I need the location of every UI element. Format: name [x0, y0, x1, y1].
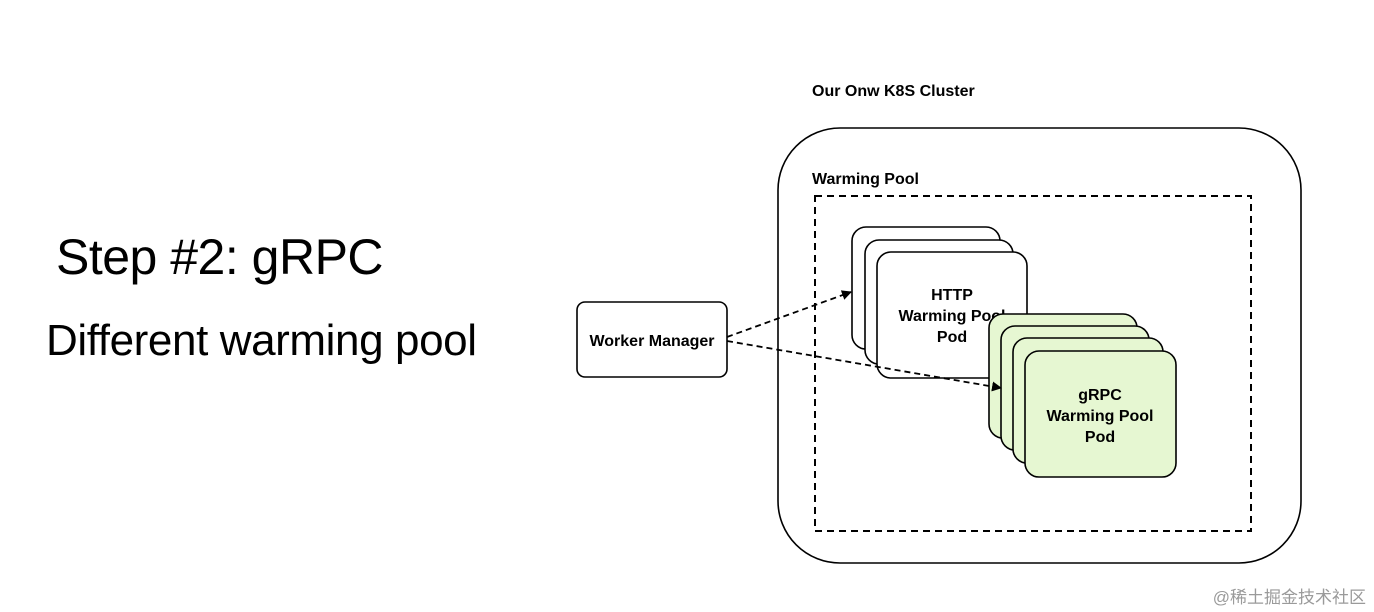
http-pod-stack: HTTP Warming Pool Pod: [851, 226, 1028, 379]
arrow-to-http-pod: [726, 290, 852, 338]
worker-manager-box: [576, 301, 728, 378]
slide-title: Step #2: gRPC: [56, 229, 384, 285]
cluster-boundary: [777, 127, 1302, 564]
warming-pool-boundary: [814, 195, 1252, 532]
arrow-to-grpc-pod: [726, 340, 1002, 392]
slide-subtitle: Different warming pool: [46, 316, 477, 365]
http-pod-line-3: Pod: [937, 329, 967, 346]
watermark: @稀土掘金技术社区: [1212, 588, 1366, 607]
grpc-pod-line-1: gRPC: [1078, 387, 1122, 404]
grpc-pod-line-3: Pod: [1085, 429, 1115, 446]
grpc-pod-line-2: Warming Pool: [1047, 408, 1154, 425]
cluster-label: Our Onw K8S Cluster: [812, 83, 975, 100]
pool-label: Warming Pool: [812, 171, 919, 188]
http-pod-line-2: Warming Pool: [899, 308, 1006, 325]
http-pod-line-1: HTTP: [931, 287, 973, 304]
grpc-pod-card-front: [1024, 350, 1177, 478]
grpc-pod-stack: gRPC Warming Pool Pod: [988, 313, 1177, 478]
worker-manager-label: Worker Manager: [589, 333, 714, 350]
